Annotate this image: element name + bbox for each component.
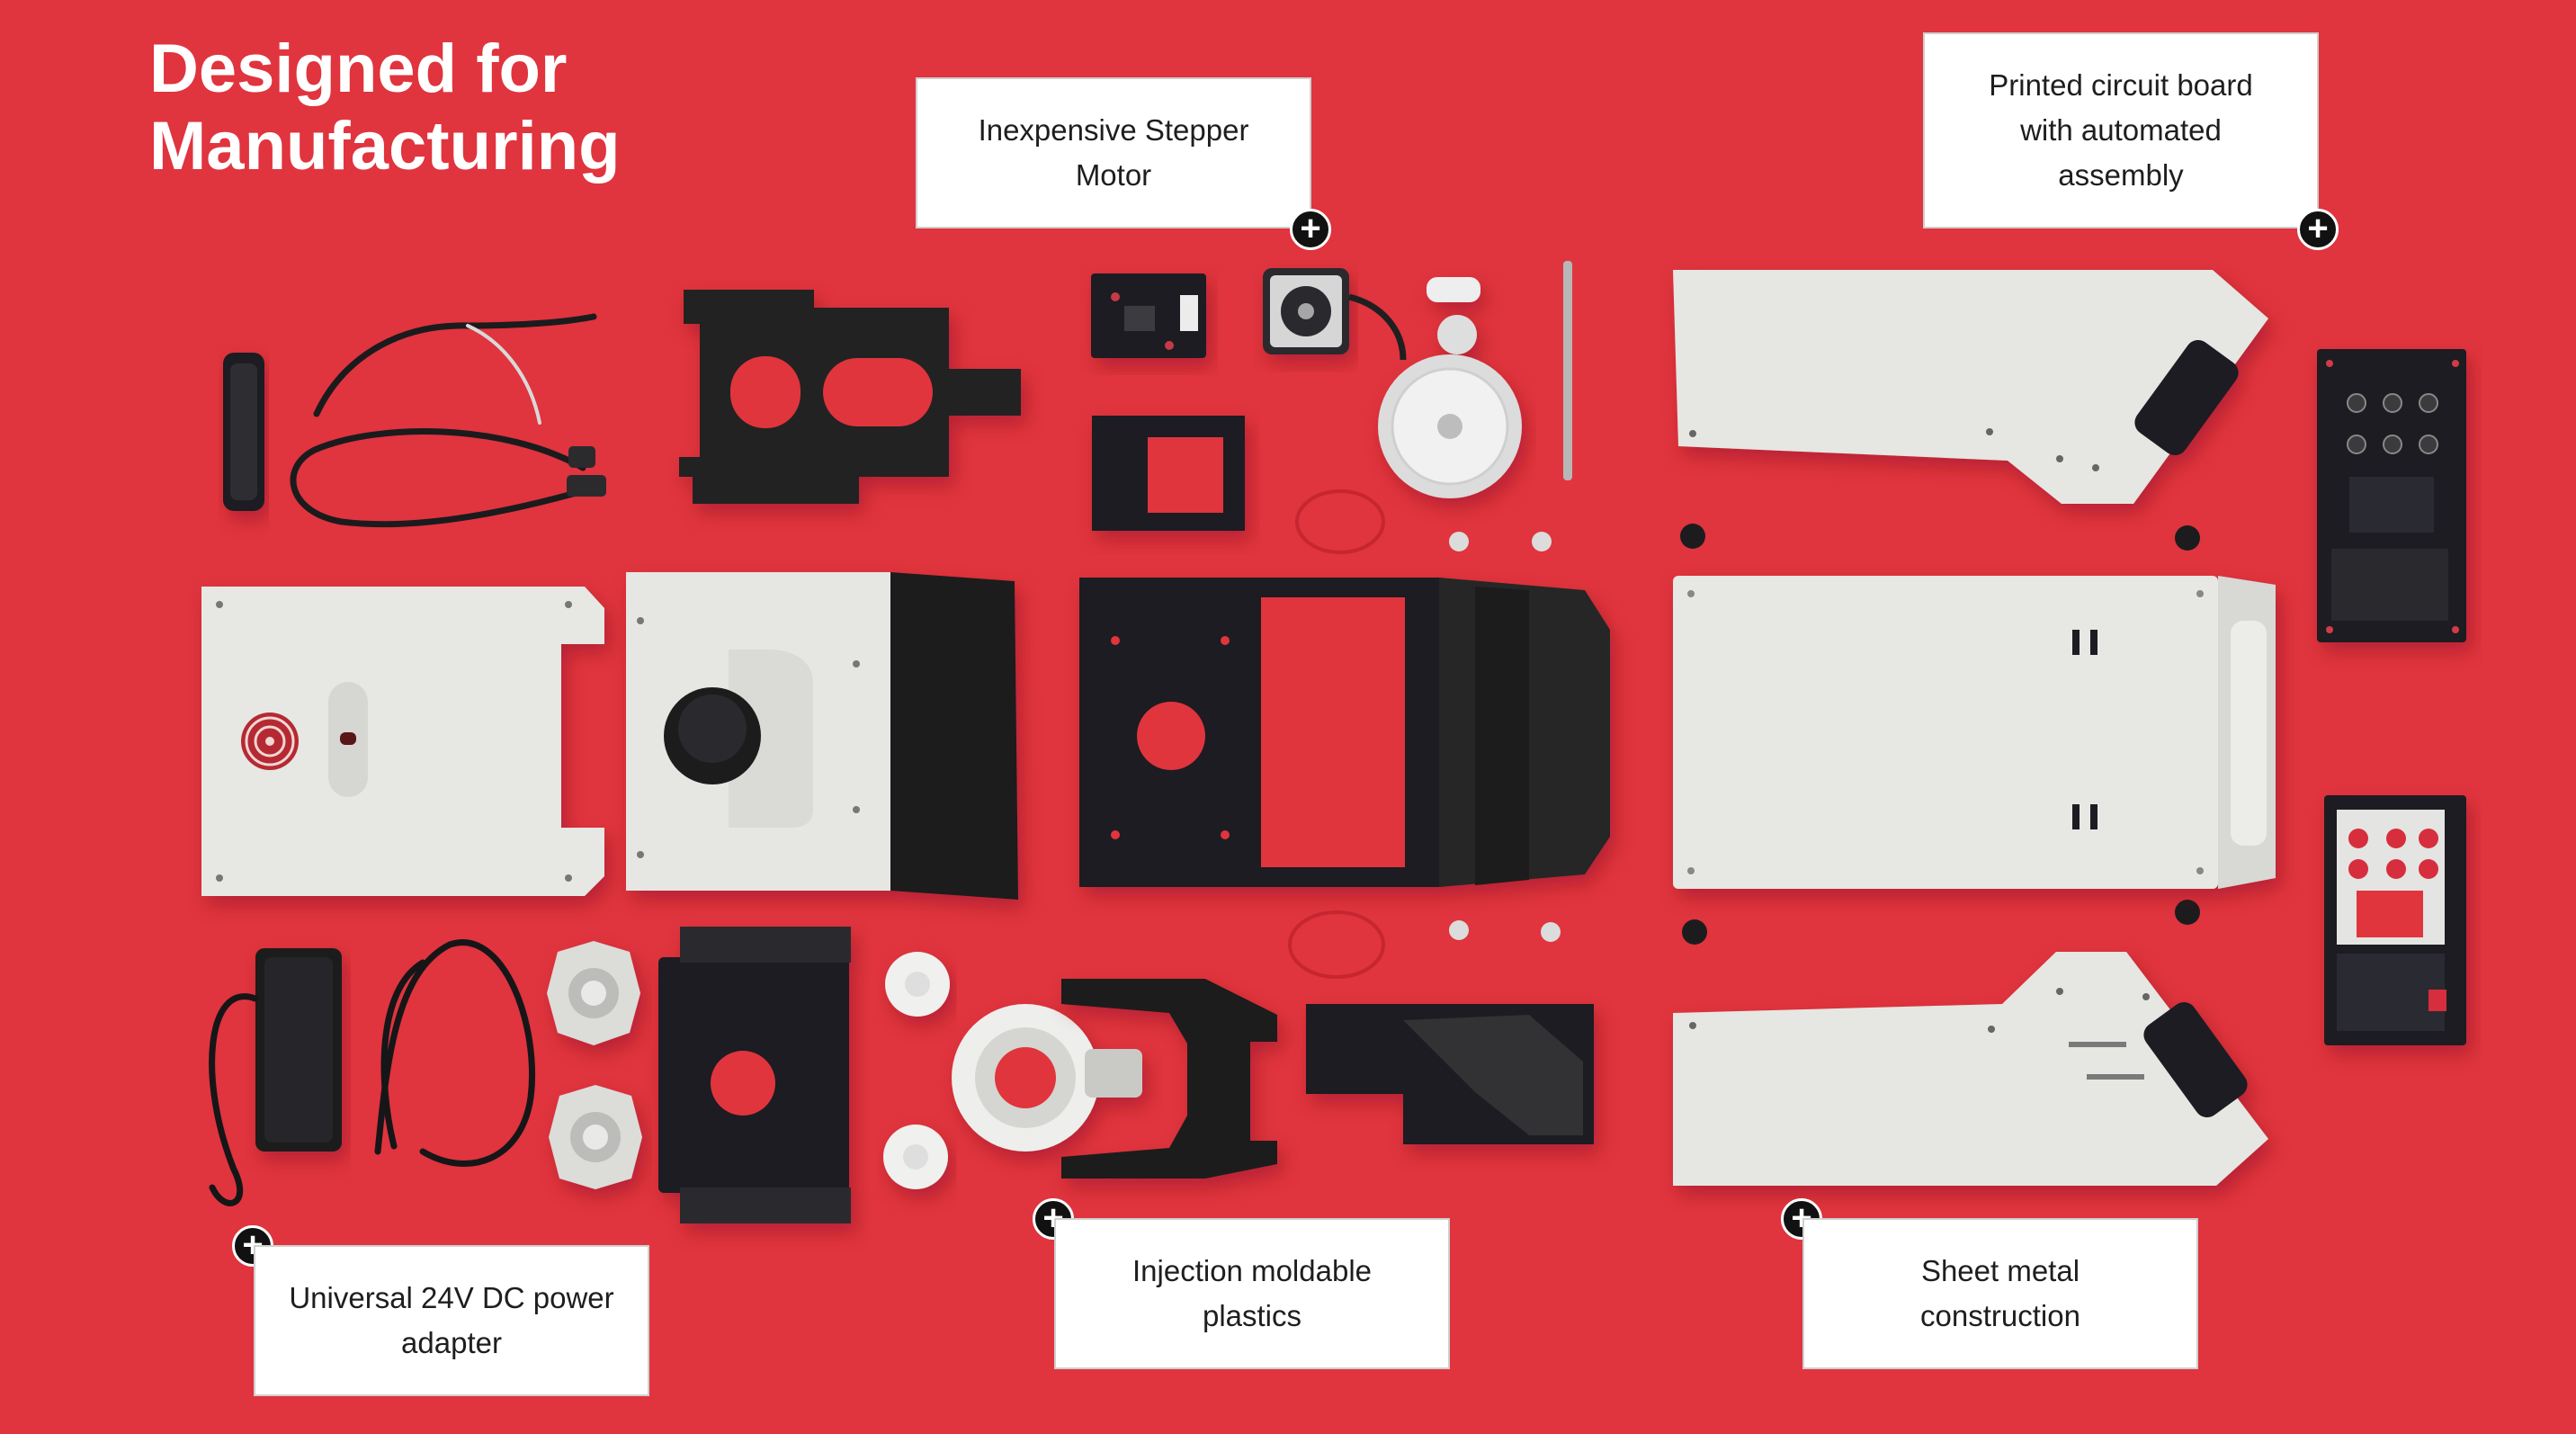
flange-bearings (547, 941, 642, 1189)
callout-pcb-line-2: with automated (2020, 113, 2222, 147)
callout-injection-plastics: Injection moldable plastics (1054, 1218, 1450, 1369)
black-chute (1306, 1004, 1594, 1144)
black-end-cap (223, 353, 264, 511)
callout-sheet-metal: Sheet metal construction (1802, 1218, 2198, 1369)
page-title: Designed for Manufacturing (149, 31, 621, 185)
rubber-feet (1680, 524, 2200, 945)
cable-bundle (290, 313, 606, 528)
rubber-band-lower (1288, 910, 1385, 979)
black-arm-bracket (1061, 979, 1277, 1179)
callout-power-line-2: adapter (401, 1326, 502, 1359)
small-control-board (1091, 273, 1206, 358)
rubber-band (1295, 489, 1385, 554)
black-frame (1092, 416, 1245, 531)
callout-power-line-1: Universal 24V DC power (289, 1281, 614, 1314)
fan-icon (241, 713, 299, 770)
callout-plastics-line-2: plastics (1202, 1299, 1302, 1332)
callout-stepper-motor: Inexpensive Stepper Motor (916, 77, 1311, 229)
stepper-motor (1263, 268, 1349, 354)
sheet-metal-base-plate (201, 587, 604, 896)
sheet-metal-side-panel-top (1673, 270, 2268, 504)
callout-pcb-line-1: Printed circuit board (1989, 68, 2253, 102)
power-brick (255, 948, 342, 1152)
callout-pcb-line-3: assembly (2058, 158, 2184, 192)
drive-belt (1348, 293, 1407, 361)
power-cords (209, 939, 536, 1206)
callout-sheet-line-1: Sheet metal (1920, 1254, 2080, 1287)
sheet-metal-housing (626, 572, 1018, 900)
hotspot-stepper-plus-icon[interactable]: + (1290, 209, 1331, 250)
sheet-metal-side-panel-bottom (1673, 952, 2268, 1186)
black-chassis (1079, 578, 1610, 887)
pulley-gear (1378, 277, 1522, 498)
black-mount-bracket (679, 290, 1021, 504)
callout-plastics-line-1: Injection moldable (1132, 1254, 1372, 1287)
callout-pcb: Printed circuit board with automated ass… (1923, 32, 2319, 229)
callout-sheet-line-2: construction (1920, 1299, 2080, 1332)
callout-stepper-line-1: Inexpensive Stepper (978, 113, 1249, 147)
callout-stepper-line-2: Motor (1075, 158, 1152, 192)
main-circuit-board (2317, 349, 2466, 642)
page-title-line-1: Designed for (149, 31, 568, 107)
screws (1449, 532, 1561, 942)
plastic-spools (883, 952, 950, 1189)
black-box-mount (658, 927, 851, 1223)
metal-rod (1563, 261, 1572, 480)
interface-circuit-board (2324, 795, 2466, 1045)
page-title-line-2: Manufacturing (149, 108, 621, 184)
sheet-metal-tray (1673, 576, 2276, 889)
molded-bearing-housing (952, 1004, 1142, 1152)
hotspot-pcb-plus-icon[interactable]: + (2297, 209, 2339, 250)
callout-power-adapter: Universal 24V DC power adapter (254, 1245, 649, 1396)
